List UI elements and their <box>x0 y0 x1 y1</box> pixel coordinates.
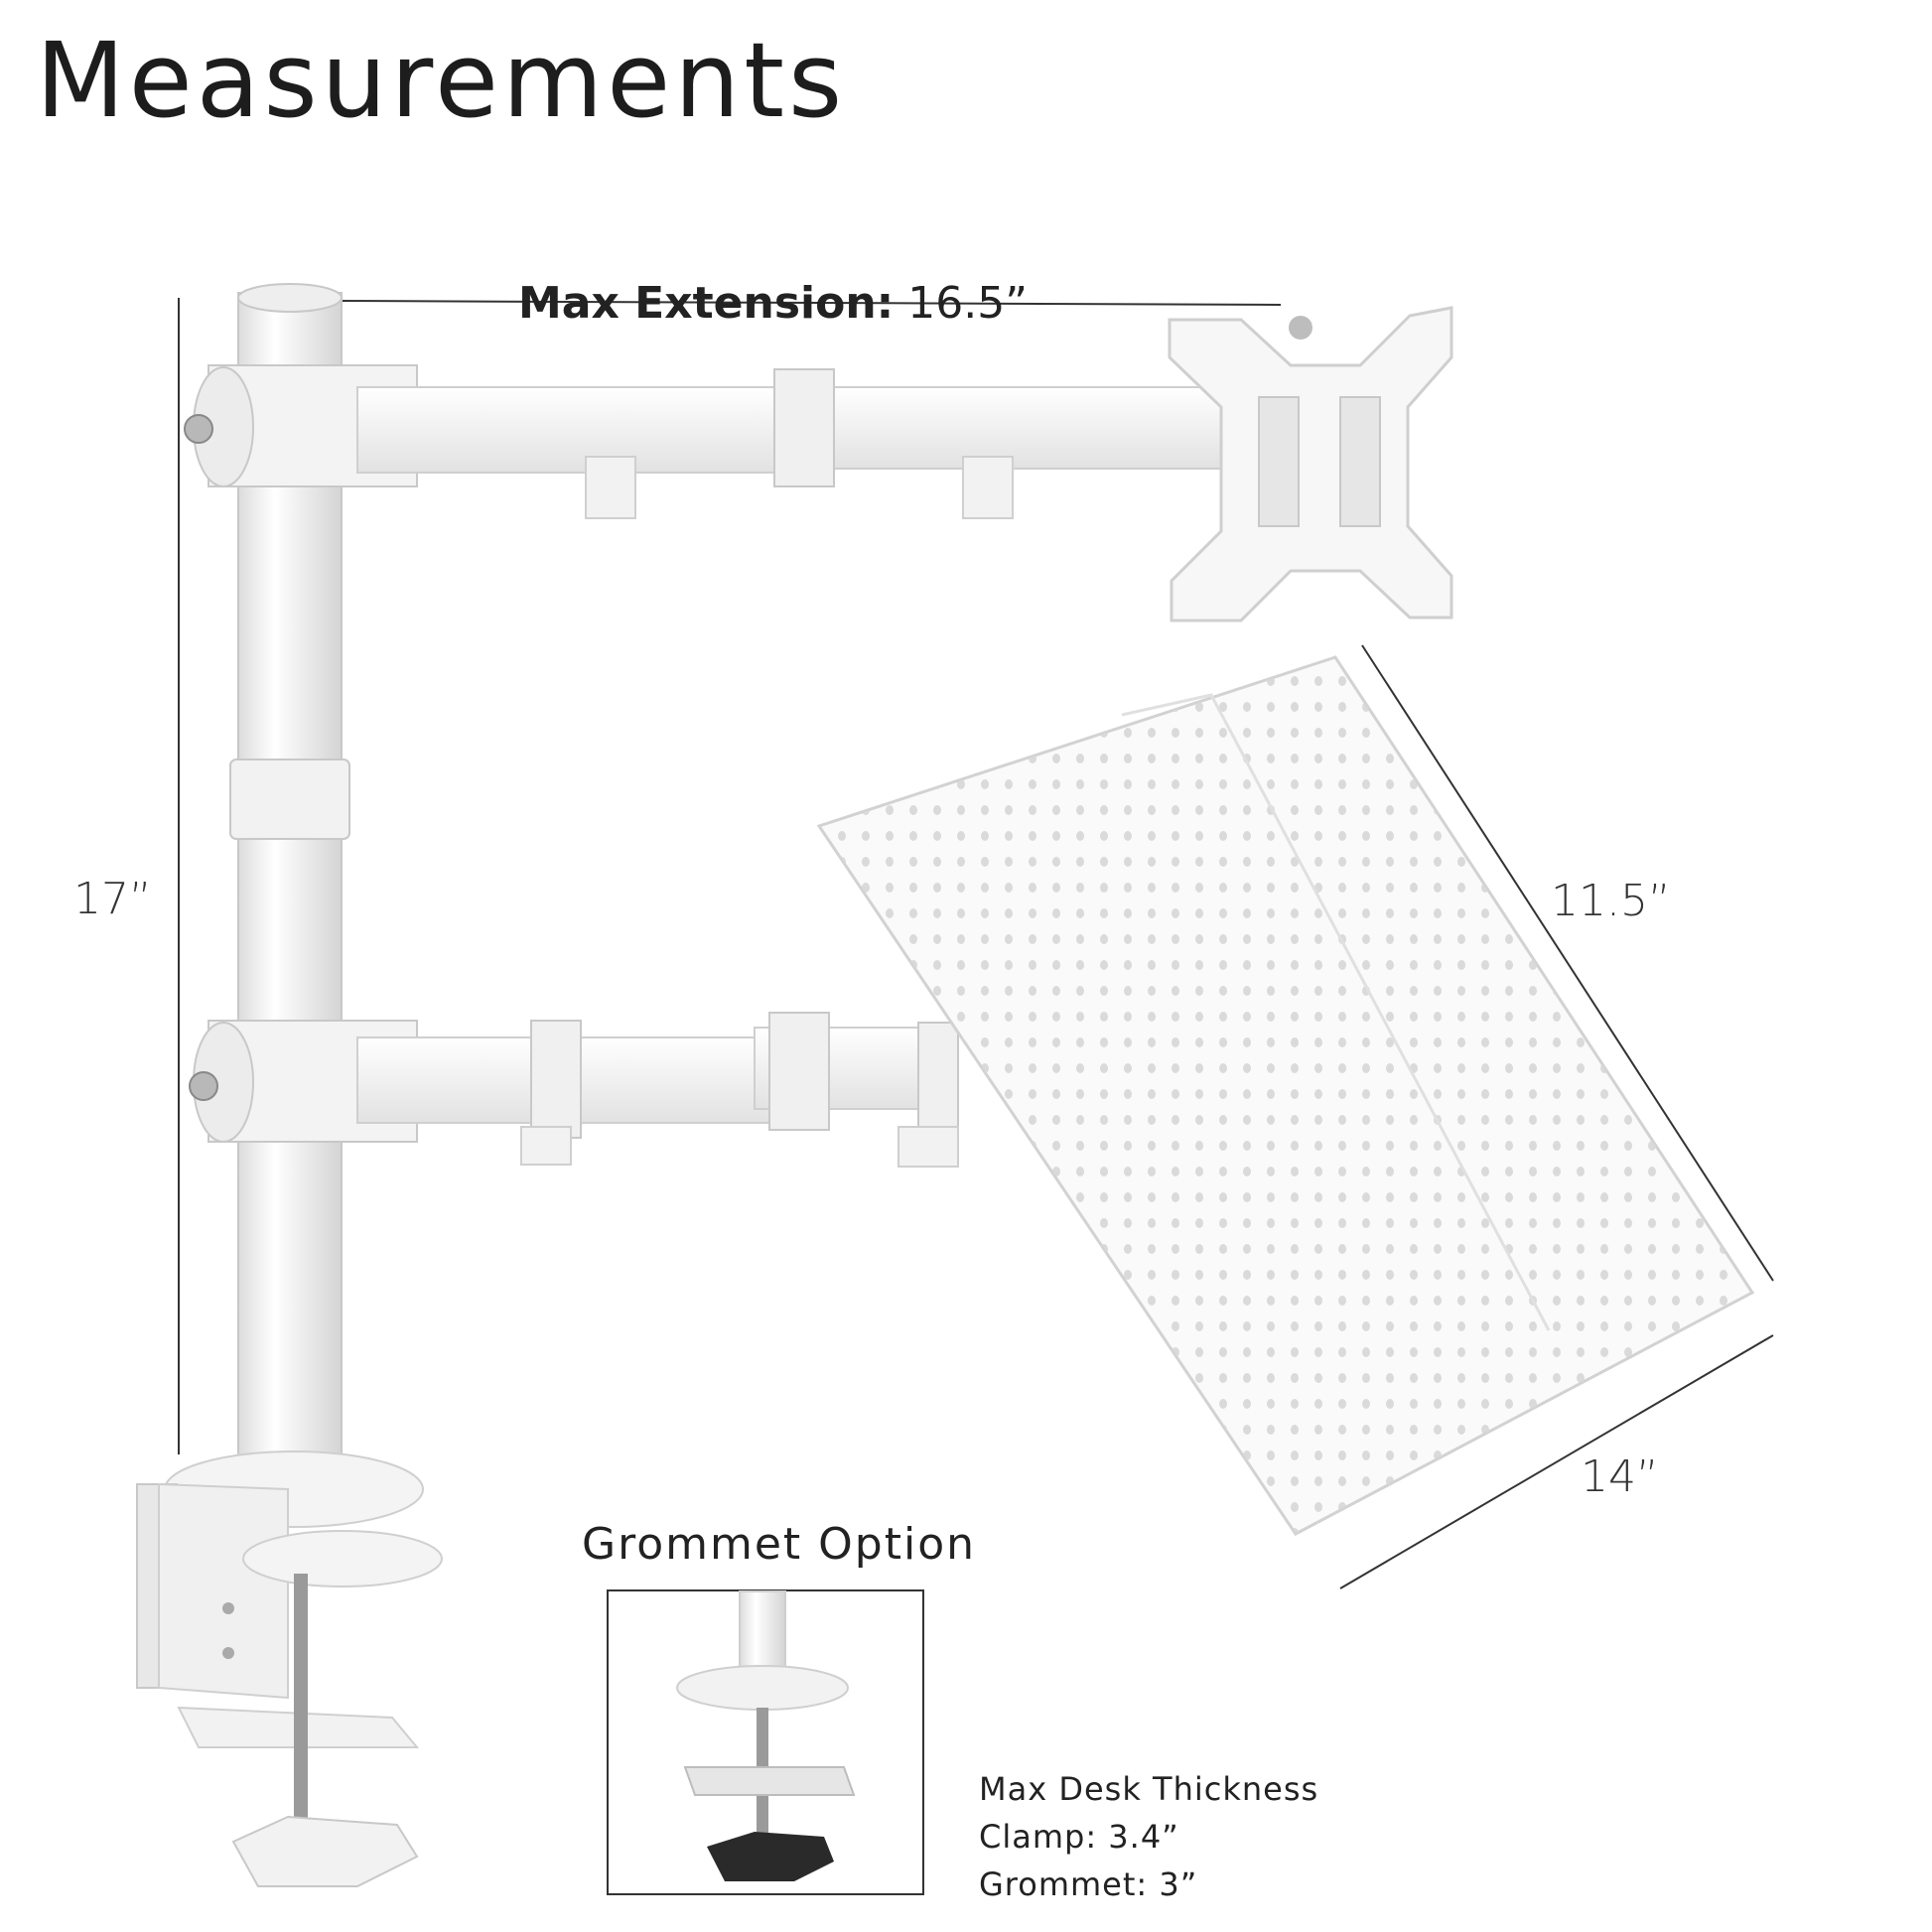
grommet-inset <box>607 1589 924 1895</box>
tray-width-line <box>1339 1334 1774 1589</box>
clamp-value: 3.4” <box>1108 1818 1179 1856</box>
clamp-thickness: Clamp: 3.4” <box>979 1813 1318 1861</box>
tray-depth-label: 11.5” <box>1551 876 1671 926</box>
grommet-value: 3” <box>1159 1865 1198 1903</box>
max-extension-line <box>342 300 1282 306</box>
grommet-label: Grommet: <box>979 1865 1149 1903</box>
grommet-thickness: Grommet: 3” <box>979 1861 1318 1908</box>
page-title: Measurements <box>36 20 847 141</box>
clamp-label: Clamp: <box>979 1818 1098 1856</box>
pole-height-label: 17” <box>73 874 152 924</box>
laptop-tray <box>816 655 1755 1536</box>
dimension-lines <box>178 298 1774 1589</box>
max-extension-value: 16.5” <box>907 278 1028 329</box>
lower-arm <box>189 1012 959 1168</box>
desk-thickness-info: Max Desk Thickness Clamp: 3.4” Grommet: … <box>979 1765 1318 1908</box>
desk-clamp <box>136 1450 443 1887</box>
grommet-option-title: Grommet Option <box>582 1519 977 1570</box>
max-extension-label: Max Extension: 16.5” <box>518 278 1028 329</box>
tray-width-label: 14” <box>1581 1451 1659 1502</box>
tray-depth-line <box>1361 644 1774 1282</box>
upper-arm <box>184 364 1222 519</box>
max-extension-heading: Max Extension: <box>518 278 895 329</box>
desk-thickness-heading: Max Desk Thickness <box>979 1770 1319 1808</box>
vesa-plate <box>1168 306 1453 622</box>
